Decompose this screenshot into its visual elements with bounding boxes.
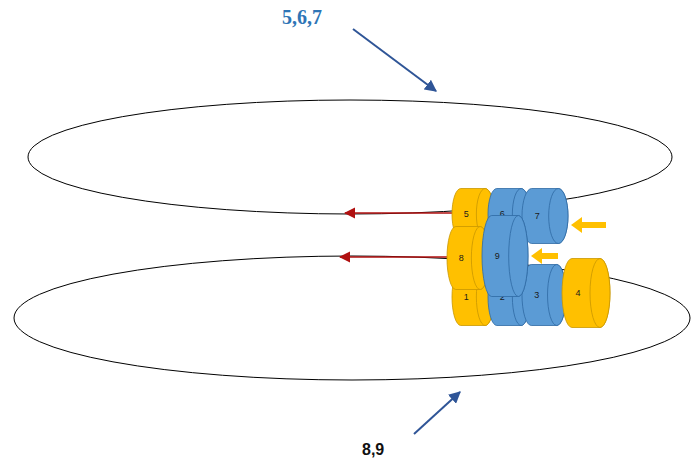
lower-ring — [14, 256, 690, 380]
cylinder-body — [562, 259, 610, 328]
cylinder-body — [522, 265, 566, 326]
cylinder-face — [549, 189, 568, 244]
cylinder-body — [482, 216, 528, 297]
cylinder-body — [522, 189, 568, 244]
callout-number: 1 — [464, 293, 469, 302]
callout-number: 4 — [575, 289, 580, 298]
pointer-arrow — [353, 29, 436, 91]
cylinder-shape — [482, 215, 528, 297]
cylinder: 9 — [482, 215, 528, 297]
callout-number: 8 — [459, 254, 464, 263]
red-arrow — [345, 212, 470, 214]
upper-ring — [28, 100, 672, 214]
cylinder: 3 — [522, 264, 566, 326]
pointer-arrow — [414, 392, 460, 434]
cylinder-shape — [522, 264, 566, 326]
yellow-arrow — [531, 248, 558, 264]
callout-number: 3 — [534, 291, 539, 300]
cylinder-face — [590, 259, 610, 328]
callout-label: 8,9 — [362, 441, 384, 459]
callout-label: 5,6,7 — [282, 6, 322, 28]
callout-number: 9 — [495, 252, 500, 261]
cylinder: 7 — [522, 188, 568, 244]
callout-number: 5 — [464, 210, 469, 219]
callout-number: 7 — [535, 212, 540, 221]
cylinder-face — [509, 216, 528, 297]
cylinder-shape — [522, 188, 568, 244]
cylinder-shape — [562, 258, 610, 328]
yellow-arrow — [571, 217, 606, 233]
cylinder: 4 — [562, 258, 610, 328]
